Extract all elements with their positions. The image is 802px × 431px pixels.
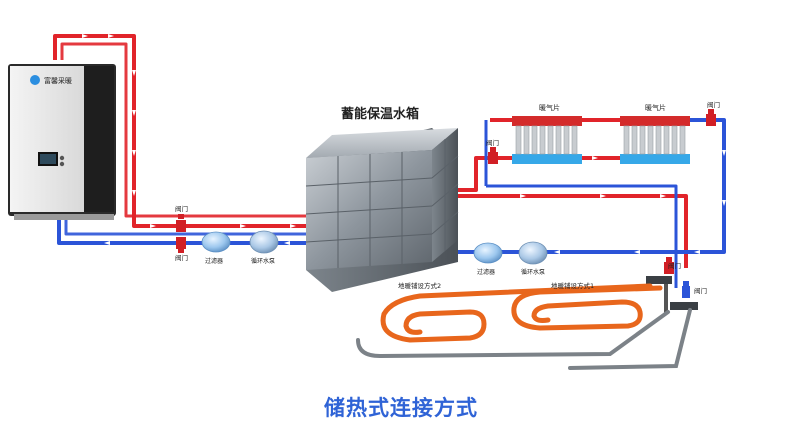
- pump-label-right: 循环水泵: [521, 268, 545, 276]
- radiator-label-1: 暖气片: [539, 103, 560, 112]
- valve-icon: [664, 257, 674, 274]
- valve-label-return: 阀门: [175, 253, 188, 262]
- pump-label-left: 循环水泵: [251, 257, 275, 265]
- filter-label-left: 过滤器: [205, 257, 223, 265]
- filter-label-right: 过滤器: [477, 268, 495, 276]
- tank-label: 蓄能保温水箱: [341, 106, 419, 122]
- floor-heating-label-1: 地暖铺设方式1: [551, 281, 594, 290]
- radiator-label-2: 暖气片: [645, 103, 666, 112]
- pump-icon: [518, 241, 548, 265]
- valve-label-radiator: 阀门: [486, 138, 499, 147]
- floor-heating-coil-icon: [356, 283, 692, 370]
- filter-icon: [201, 231, 231, 253]
- floor-heating-label-2: 地暖铺设方式2: [398, 281, 441, 290]
- boiler-icon: 富馨采暖: [8, 64, 116, 220]
- valve-icon: [176, 214, 186, 232]
- valve-icon: [706, 109, 716, 126]
- valve-label-manifold-return: 阀门: [694, 286, 707, 295]
- valve-icon: [682, 281, 690, 298]
- valve-icon: [488, 147, 498, 164]
- radiator-icon: [620, 116, 690, 164]
- supply-pipe-to-manifold: [454, 194, 688, 268]
- water-tank-icon: [305, 128, 459, 292]
- return-pipe-radiator-bottom: [486, 184, 678, 288]
- pump-icon: [249, 230, 279, 254]
- boiler-brand: 富馨采暖: [44, 76, 72, 85]
- valve-label-radiator-return: 阀门: [707, 100, 720, 109]
- manifold-icon: [646, 276, 698, 314]
- valve-label-manifold-supply: 阀门: [668, 261, 681, 270]
- valve-icon: [176, 237, 186, 253]
- return-pipe-boiler-inner: [64, 218, 306, 236]
- radiator-icon: [512, 116, 582, 164]
- supply-pipe-boiler-to-tank: [53, 34, 306, 228]
- valve-label-supply: 阀门: [175, 204, 188, 213]
- diagram-title: 储热式连接方式: [324, 396, 478, 420]
- flow-arrows: [82, 34, 726, 254]
- filter-icon: [473, 242, 503, 264]
- brand-logo-icon: [30, 75, 40, 85]
- supply-pipe-boiler-inner: [60, 42, 306, 218]
